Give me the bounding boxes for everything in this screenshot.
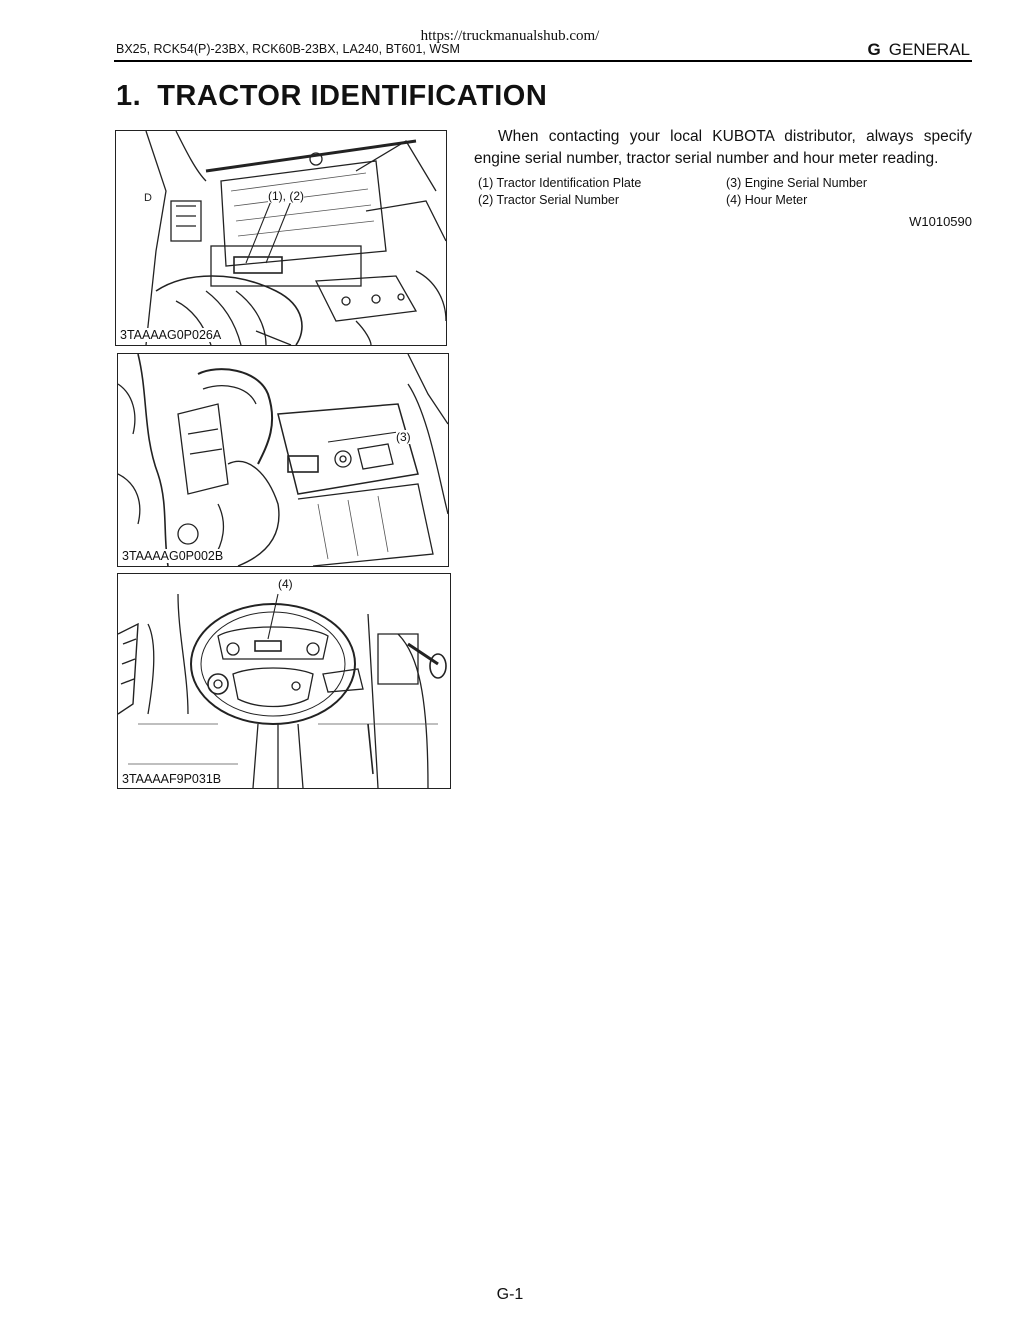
tractor-front-illustration: D: [144, 131, 446, 345]
page-number: G-1: [496, 1286, 524, 1303]
model-line: BX25, RCK54(P)-23BX, RCK60B-23BX, LA240,…: [116, 42, 460, 56]
figure-code: 3TAAAAG0P026A: [118, 328, 224, 342]
figure-code: 3TAAAAG0P002B: [120, 549, 226, 563]
header-rule: [114, 60, 972, 62]
legend-item-4: (4) Hour Meter: [726, 193, 808, 207]
intro-text: When contacting your local KUBOTA distri…: [474, 128, 972, 167]
dashboard-illustration: [118, 593, 447, 788]
section-name: GENERAL: [888, 40, 970, 59]
figure-code: 3TAAAAF9P031B: [120, 772, 224, 786]
document-code: W1010590: [909, 214, 972, 229]
section-title: TRACTOR IDENTIFICATION: [157, 80, 548, 112]
watermark-url: https://truckmanualshub.com/: [420, 28, 600, 44]
engine-illustration: [118, 354, 448, 566]
figure-identification-plate: D (1), (2) 3TAAAAG0P026A: [115, 130, 447, 346]
section-header: G GENERAL: [868, 40, 970, 60]
section-letter: G: [867, 40, 881, 59]
legend-item-2: (2) Tractor Serial Number: [478, 193, 620, 207]
callout-plate: (1), (2): [268, 189, 304, 203]
figure-hour-meter: (4) 3TAAAAF9P031B: [117, 573, 451, 789]
svg-text:D: D: [144, 192, 152, 204]
legend-item-1: (1) Tractor Identification Plate: [478, 176, 642, 190]
section-number: 1.: [116, 80, 142, 112]
intro-paragraph: When contacting your local KUBOTA distri…: [474, 126, 972, 170]
callout-engine-serial: (3): [396, 430, 411, 444]
page-title: 1. TRACTOR IDENTIFICATION: [116, 80, 547, 113]
legend-item-3: (3) Engine Serial Number: [726, 176, 868, 190]
callout-hour-meter: (4): [278, 577, 293, 591]
figure-engine-serial: (3) 3TAAAAG0P002B: [117, 353, 449, 567]
